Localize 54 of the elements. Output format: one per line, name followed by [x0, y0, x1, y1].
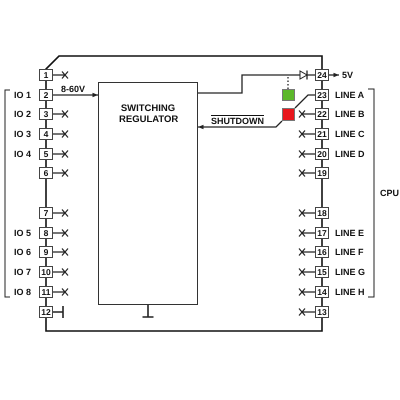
- pin-box: 2: [39, 89, 53, 101]
- pin-label: IO 2: [14, 109, 32, 119]
- status-indicator-icon: [282, 89, 295, 101]
- arrow: [198, 120, 282, 130]
- pin-box: 20: [315, 148, 329, 160]
- pin-box: 1: [39, 69, 53, 81]
- pin-label: IO 8: [14, 287, 32, 297]
- pin-box: 23: [315, 89, 329, 101]
- pin-label: LINE B: [335, 109, 365, 119]
- group-label: CPU: [380, 188, 400, 198]
- pin-box: 12: [39, 306, 53, 318]
- pin-label: LINE G: [335, 267, 366, 277]
- pin-box: 9: [39, 246, 53, 258]
- pin-label: LINE E: [335, 228, 364, 238]
- pin-label: IO 7: [14, 267, 32, 277]
- pin-box: 6: [39, 167, 53, 179]
- pin-label: LINE H: [335, 287, 365, 297]
- pin-box: 16: [315, 246, 329, 258]
- pin-box: 22: [315, 108, 329, 120]
- pin-label: IO 5: [14, 228, 32, 238]
- pin-box: 7: [39, 207, 53, 219]
- pin-box: 4: [39, 128, 53, 140]
- diode-line: [198, 70, 315, 94]
- pin-box: 17: [315, 227, 329, 239]
- pin-box: 19: [315, 167, 329, 179]
- pin-box: 10: [39, 266, 53, 278]
- pin-label: IO 4: [14, 149, 32, 159]
- pin-label: IO 6: [14, 247, 32, 257]
- pin-box: 18: [315, 207, 329, 219]
- regulator-block: [98, 82, 198, 305]
- pin-label: LINE F: [335, 247, 364, 257]
- arrow: [329, 72, 339, 78]
- pin-label: IO 1: [14, 90, 32, 100]
- pin-box: 3: [39, 108, 53, 120]
- pin-label: IO 3: [14, 129, 32, 139]
- pin-box: 15: [315, 266, 329, 278]
- dotted-line: [287, 75, 289, 89]
- voltage-label: 5V: [339, 69, 354, 81]
- arrow: [53, 92, 98, 98]
- pin-box: 13: [315, 306, 329, 318]
- pin-box: 11: [39, 286, 53, 298]
- pin-box: 8: [39, 227, 53, 239]
- signal-label: SHUTDOWN: [210, 116, 265, 126]
- status-indicator-icon: [282, 108, 295, 121]
- pin-box: 14: [315, 286, 329, 298]
- pin-label: LINE A: [335, 90, 364, 100]
- edge-label: 8-60V: [60, 84, 86, 94]
- block-label: SWITCHING REGULATOR: [119, 103, 177, 125]
- pin-label: LINE C: [335, 129, 365, 139]
- pin-box: 24: [315, 69, 329, 81]
- pin-box: 5: [39, 148, 53, 160]
- pin-box: 21: [315, 128, 329, 140]
- wire: [294, 94, 315, 108]
- pin-label: LINE D: [335, 149, 365, 159]
